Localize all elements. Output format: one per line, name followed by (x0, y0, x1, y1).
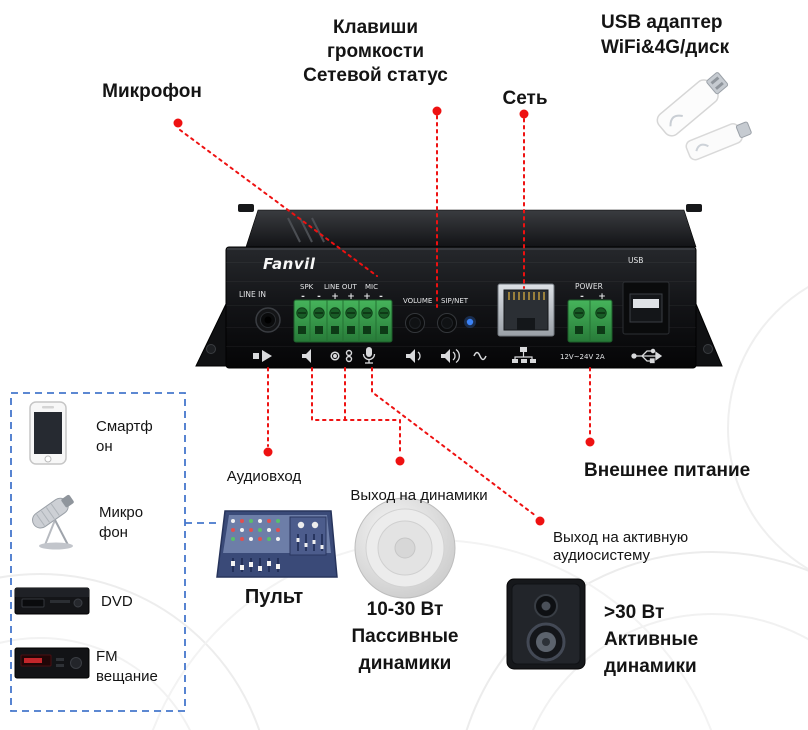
mixer-image (216, 510, 338, 578)
label-active-line3: динамики (604, 656, 697, 677)
record-icon (330, 351, 340, 361)
usb-dongle-1 (656, 72, 729, 137)
polarity-5: - (379, 292, 383, 302)
label-usb-adapter: USB адаптер WiFi&4G/диск (601, 10, 806, 60)
microphone-image (32, 494, 74, 550)
mic-caption: MIC (365, 283, 378, 291)
polarity-4: + (363, 292, 371, 302)
label-smartphone-line2: он (96, 438, 113, 455)
speaker-icon-3 (441, 348, 460, 364)
red-connectors (179, 115, 591, 517)
power-caption: POWER (575, 282, 603, 291)
usb-dongle-2 (685, 121, 752, 161)
spk-caption: SPK (300, 283, 314, 291)
label-smartphone-line1: Смартф (96, 418, 153, 435)
label-passive-line3: динамики (358, 653, 452, 674)
label-passive-line2: Пассивные (351, 626, 459, 647)
label-source-smartphone: Смартф он (96, 417, 170, 457)
speaker-icon-2 (406, 349, 421, 363)
source-group-box (10, 392, 218, 712)
usb-port (622, 281, 670, 335)
brand-logo: Fanvil (263, 255, 316, 273)
voltage-caption: 12V~24V 2A (560, 353, 605, 361)
label-dvd-line1: DVD (101, 593, 133, 610)
mount-ear-left (195, 303, 227, 367)
label-passive-line1: 10-30 Вт (366, 599, 444, 620)
label-external-power: Внешнее питание (584, 460, 751, 481)
label-active-line2: Активные (604, 629, 699, 650)
label-active-speakers: >30 Вт Активные динамики (604, 599, 749, 680)
label-mixer: Пульт (244, 586, 304, 608)
device-top-face (245, 209, 697, 248)
label-active-output-line1: Выход на активную (553, 529, 689, 546)
mount-ear-right (695, 303, 723, 367)
mount-hole-right (703, 344, 713, 354)
label-fm-line2: вещание (96, 668, 158, 685)
status-led (464, 316, 476, 328)
label-network: Сеть (502, 88, 548, 109)
wave-icon (473, 351, 487, 361)
power-neg: - (580, 292, 584, 302)
red-connector-dots (173, 106, 595, 526)
vent-lines (287, 217, 325, 243)
label-mic-line1: Микро (99, 504, 144, 521)
label-mic-line2: фон (99, 524, 128, 541)
top-tab-right (686, 204, 702, 212)
label-usb-adapter-line2: WiFi&4G/диск (601, 37, 730, 58)
polarity-3: + (347, 292, 355, 302)
paging-gateway-device: Fanvil LINE IN SPK LINE OUT MIC - - + + … (195, 204, 723, 369)
sipnet-button (437, 313, 457, 333)
label-fm-line1: FM (96, 648, 118, 665)
panel-icons (253, 347, 663, 364)
connector-active-output (371, 367, 537, 517)
mic-icon (362, 347, 376, 364)
fm-transmitter-image (14, 647, 90, 679)
loop-icon (345, 349, 353, 363)
passive-speaker-image (354, 497, 456, 599)
polarity-0: - (301, 292, 305, 302)
label-source-microphone: Микро фон (99, 503, 171, 543)
label-microphone: Микрофон (102, 81, 202, 102)
volume-caption: VOLUME (403, 297, 432, 305)
dvd-player-image (14, 587, 90, 615)
label-active-line1: >30 Вт (604, 602, 665, 623)
label-usb-adapter-line1: USB адаптер (601, 12, 723, 33)
label-audio-input: Аудиовход (226, 468, 302, 485)
ethernet-port (497, 283, 555, 337)
connector-microphone (179, 129, 378, 277)
label-speaker-output: Выход на динамики (350, 487, 488, 504)
label-source-dvd: DVD (101, 592, 161, 611)
label-active-output: Выход на активную аудиосистему (553, 529, 735, 565)
label-active-output-line2: аудиосистему (553, 547, 651, 564)
label-volume-status: Клавиши громкости Сетевой статус (288, 16, 463, 88)
volume-button (405, 313, 425, 333)
label-volume-status-line3: Сетевой статус (303, 65, 448, 86)
label-passive-speakers: 10-30 Вт Пассивные динамики (335, 596, 475, 677)
power-pos: + (598, 292, 606, 302)
usb-caption: USB (628, 256, 643, 265)
label-volume-status-line1: Клавиши (332, 17, 419, 38)
label-volume-status-line2: громкости (326, 41, 425, 62)
top-tab-left (238, 204, 254, 212)
mount-hole-left (206, 344, 216, 354)
usb-trident-icon (631, 348, 663, 364)
active-speaker-image (506, 578, 586, 670)
speaker-terminal-block (293, 299, 393, 343)
sipnet-caption: SIP/NET (441, 297, 469, 305)
connector-speaker-output (311, 367, 401, 456)
line-in-icon (253, 350, 272, 362)
speaker-icon-1 (302, 349, 311, 363)
panel-captions: LINE IN SPK LINE OUT MIC - - + + + - VOL… (239, 256, 643, 361)
line-in-caption: LINE IN (239, 290, 266, 299)
label-source-fm: FM вещание (96, 647, 170, 687)
smartphone-image (29, 401, 67, 465)
line-in-jack (255, 307, 281, 333)
network-icon (512, 347, 536, 363)
polarity-1: - (317, 292, 321, 302)
line-out-caption: LINE OUT (324, 283, 357, 291)
power-terminal (567, 299, 613, 343)
polarity-2: + (331, 292, 339, 302)
